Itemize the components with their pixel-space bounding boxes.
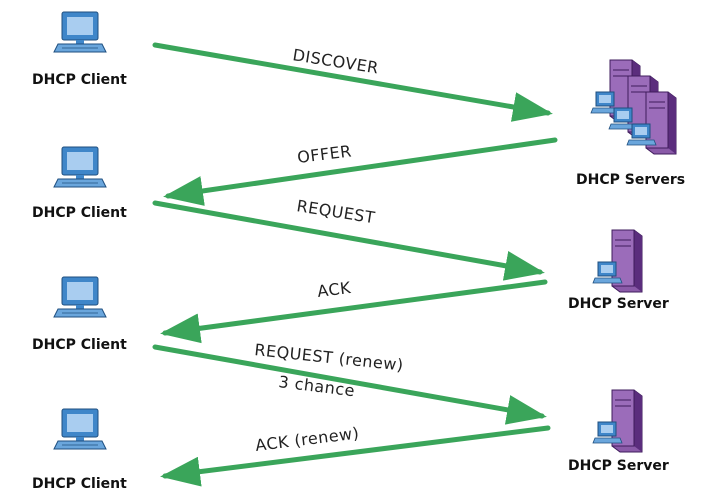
server-label-2: DHCP Server [568,458,669,474]
ack-renew-arrow [160,425,551,487]
client-label-4: DHCP Client [32,476,127,492]
computer-icon [53,11,107,53]
computer-icon [53,276,107,318]
offer-label: OFFER [296,141,353,167]
server-icon [592,229,643,293]
request-renew-arrow [152,344,547,425]
client-label-2: DHCP Client [32,205,127,221]
discover-arrow [152,42,553,122]
request-arrow [152,200,545,281]
request-label: REQUEST [295,196,376,227]
ack-renew-label: ACK (renew) [254,423,360,455]
server-icon [592,389,643,453]
offer-arrow [163,137,558,206]
chance-label: 3 chance [278,372,357,400]
computer-icon [53,146,107,188]
servers-label: DHCP Servers [576,172,686,188]
ack-label: ACK [316,278,352,301]
computer-icon [53,408,107,450]
client-label-3: DHCP Client [32,337,127,353]
client-label-1: DHCP Client [32,72,127,88]
server-label-1: DHCP Server [568,296,669,312]
ack-arrow [160,279,548,344]
